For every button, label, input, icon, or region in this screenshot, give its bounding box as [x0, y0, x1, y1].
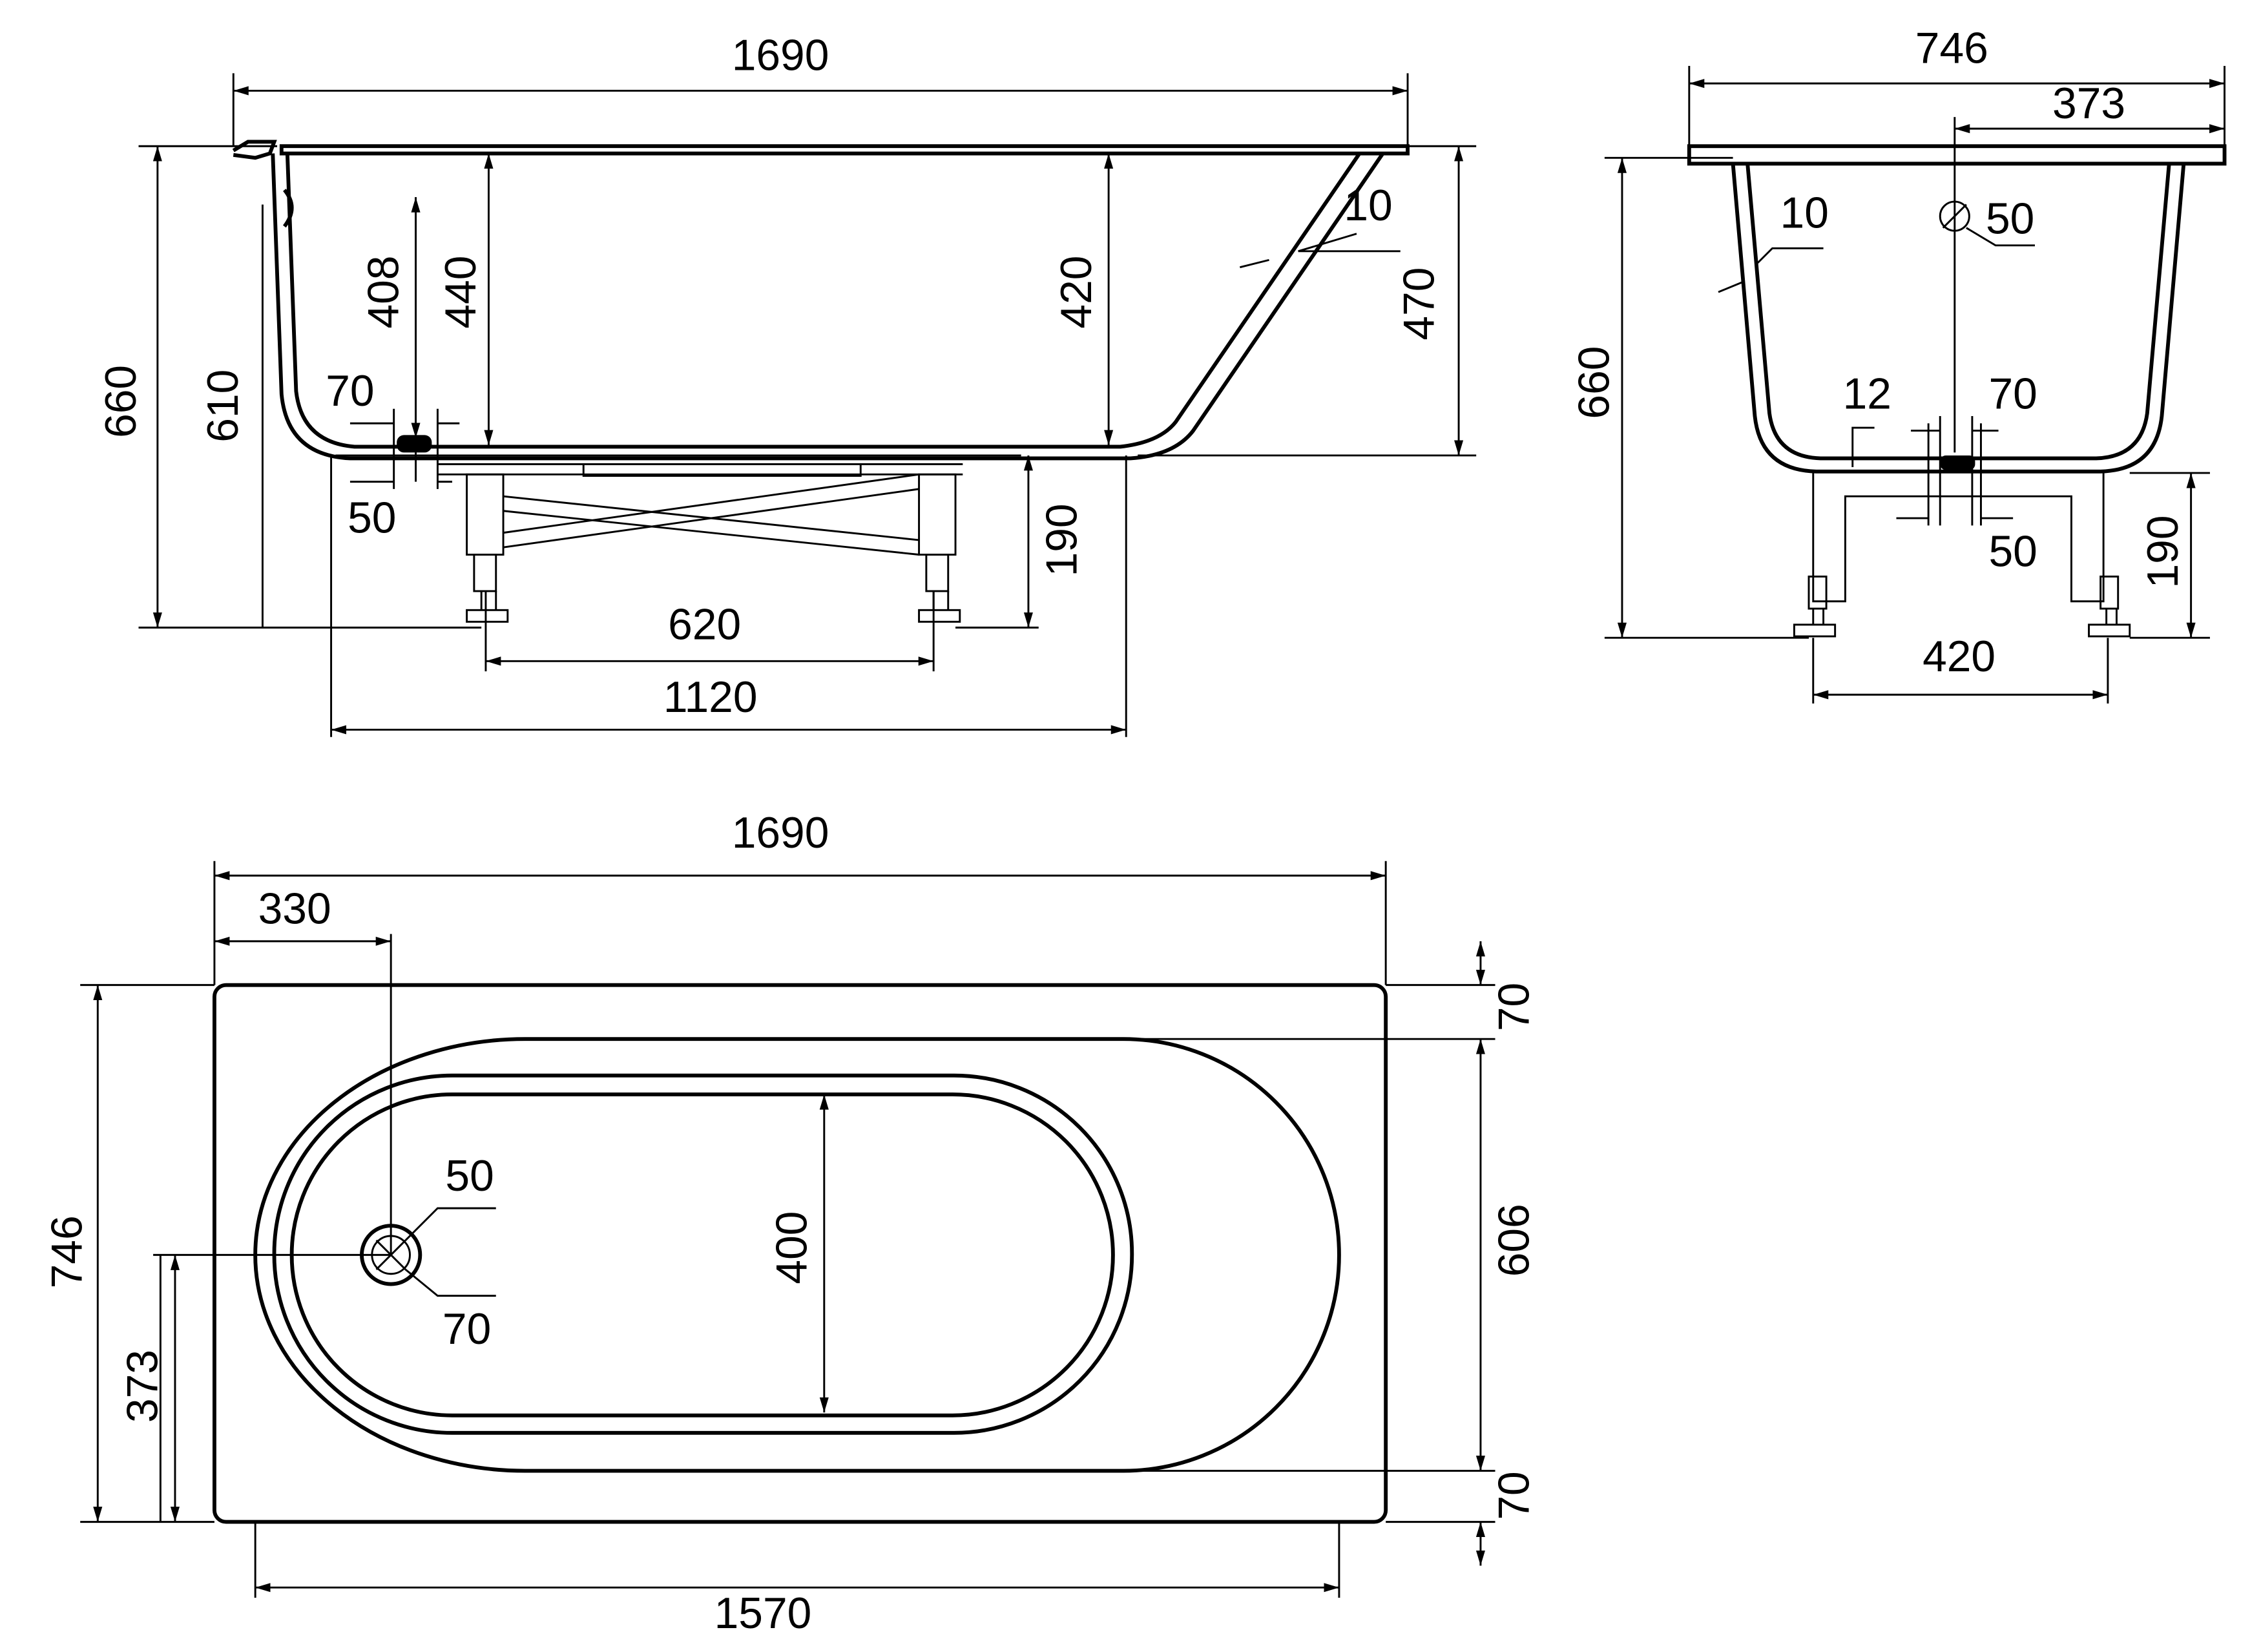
- top-drain-pos-label: 330: [258, 885, 331, 934]
- end-drain-inner-label: 50: [1988, 527, 2037, 576]
- end-overflow-dia-label: 50: [1986, 195, 2034, 244]
- drain-fitting: [397, 435, 432, 453]
- end-half-width-label: 373: [2052, 79, 2125, 128]
- support-frame: [335, 454, 1021, 623]
- end-view: 746 373 10 50 660 12 70 50 190 420: [1570, 24, 2227, 704]
- end-leg-spacing-label: 420: [1922, 633, 1995, 681]
- top-bowl-width-label: 606: [1490, 1204, 1538, 1277]
- side-dimensions: 1690 660 610 408 440 420 10 470 70 50 19…: [97, 32, 1477, 737]
- side-rim: [232, 140, 1410, 160]
- overflow-symbol: [1939, 200, 2036, 247]
- side-depth-left-label: 440: [437, 256, 485, 329]
- side-height-body-label: 610: [199, 370, 247, 443]
- end-drain-fitting: [1940, 455, 1975, 470]
- top-drain-center-label: 373: [119, 1350, 167, 1423]
- top-basin-inner: [289, 1093, 1115, 1417]
- top-view: 1690 330 746 373 50 70 400 606 70 70 157…: [43, 809, 1538, 1638]
- side-length-label: 1690: [732, 32, 829, 80]
- top-width-label: 746: [43, 1215, 91, 1288]
- top-basin-outer: [272, 1073, 1134, 1435]
- top-drain-inner-label: 50: [445, 1152, 494, 1200]
- side-drain-offset-label: 70: [326, 367, 374, 415]
- end-dimensions: 746 373 10 50 660 12 70 50 190 420: [1570, 24, 2226, 704]
- top-bowl-length-label: 1570: [714, 1589, 812, 1638]
- side-leg-spacing-label: 620: [668, 600, 741, 649]
- side-wall-label: 10: [1344, 182, 1392, 230]
- side-frame-length-label: 1120: [663, 673, 758, 722]
- top-bowl-outline: [253, 1037, 1341, 1473]
- side-shell-inner: [285, 152, 1361, 449]
- side-drain-dia-label: 50: [348, 494, 396, 542]
- end-width-label: 746: [1915, 24, 1988, 72]
- end-shell-outer: [1731, 163, 2186, 474]
- top-length-label: 1690: [732, 809, 829, 857]
- side-depth-right-label: 420: [1052, 256, 1101, 329]
- top-rim-top-label: 70: [1490, 983, 1538, 1031]
- end-height-total-label: 660: [1570, 346, 1618, 419]
- end-support-frame: [1793, 471, 2131, 638]
- end-wall-label: 10: [1780, 189, 1829, 238]
- end-leg-height-label: 190: [2139, 515, 2187, 588]
- side-depth-drain-label: 408: [359, 256, 408, 329]
- side-view: 1690 660 610 408 440 420 10 470 70 50 19…: [97, 32, 1477, 737]
- top-rim-bottom-label: 70: [1490, 1471, 1538, 1520]
- end-bottom-thk-label: 12: [1843, 370, 1891, 419]
- end-drain-outer-label: 70: [1988, 370, 2037, 419]
- side-rim-height-label: 470: [1395, 267, 1444, 340]
- top-dimensions: 1690 330 746 373 50 70 400 606 70 70 157…: [43, 809, 1538, 1638]
- top-inner-width-label: 400: [768, 1211, 817, 1284]
- side-shell-outer: [271, 152, 1385, 461]
- side-height-total-label: 660: [97, 365, 145, 438]
- end-rim: [1687, 144, 2227, 166]
- top-outer-rim: [213, 983, 1388, 1524]
- side-overflow: [282, 189, 294, 228]
- side-leg-height-label: 190: [1037, 503, 1086, 576]
- top-drain-outer-label: 70: [443, 1305, 491, 1354]
